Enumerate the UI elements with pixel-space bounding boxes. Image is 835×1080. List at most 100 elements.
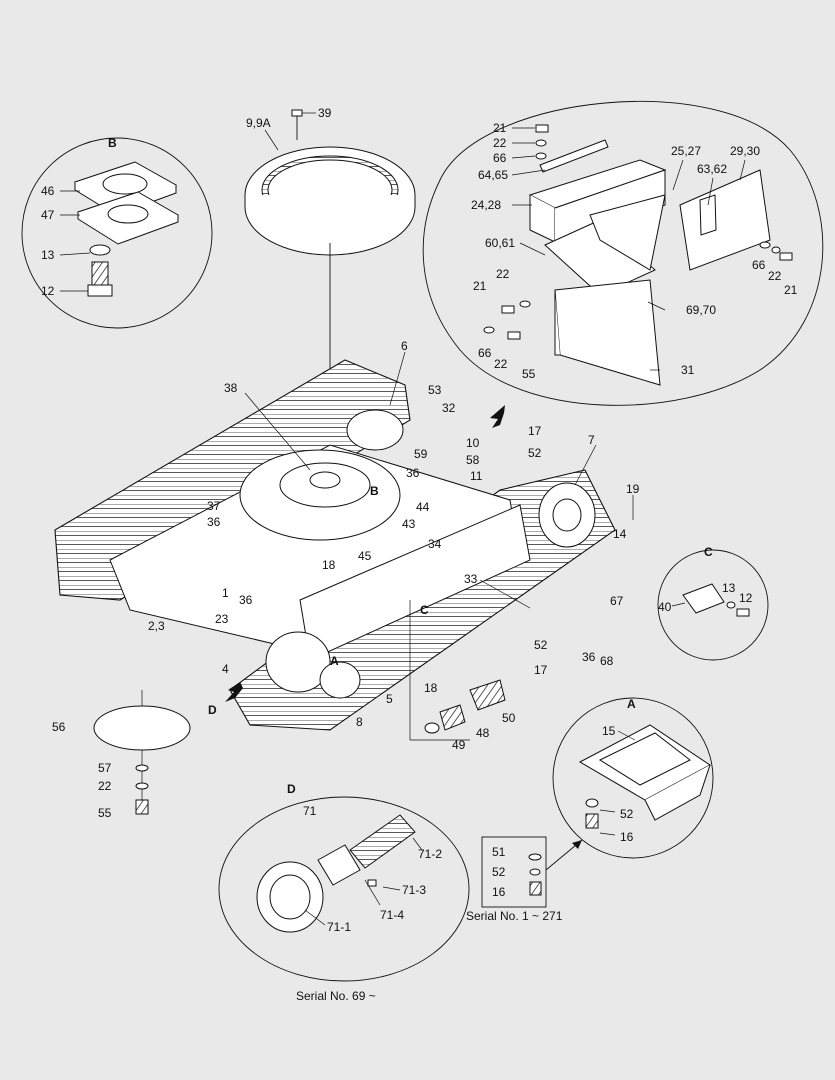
label-51-serial: 51 (492, 845, 506, 859)
undercarriage-assembly: B C A D 6 38 53 32 17 10 58 11 52 7 59 3 (52, 339, 640, 820)
label-36-upper: 36 (406, 466, 420, 480)
label-36-mid: 36 (239, 593, 253, 607)
label-17-upper: 17 (528, 424, 542, 438)
label-66-top: 66 (493, 151, 507, 165)
label-6: 6 (401, 339, 408, 353)
detail-b: B 46 47 13 12 (21, 136, 213, 329)
label-18-lower: 18 (424, 681, 438, 695)
washer-13 (89, 244, 111, 256)
callout-b: B (370, 484, 379, 498)
label-36-right: 36 (582, 650, 596, 664)
label-60-61: 60,61 (485, 236, 515, 250)
label-57: 57 (98, 761, 112, 775)
label-64-65: 64,65 (478, 168, 508, 182)
label-71: 71 (303, 804, 317, 818)
label-12-c: 12 (739, 591, 753, 605)
upper-frame-outline (422, 101, 824, 406)
label-34: 34 (428, 537, 442, 551)
label-52-lower: 52 (534, 638, 548, 652)
label-11: 11 (470, 469, 483, 483)
upper-frame-detail: 21 22 66 64,65 24,28 25,27 29,30 63,62 6… (422, 101, 824, 406)
label-16-a: 16 (620, 830, 634, 844)
label-22-lower: 22 (98, 779, 112, 793)
label-25-27: 25,27 (671, 144, 701, 158)
label-22-right: 22 (768, 269, 782, 283)
label-47: 47 (41, 208, 55, 222)
bolt-12 (91, 261, 109, 286)
label-48: 48 (476, 726, 490, 740)
label-21-mid: 21 (473, 279, 487, 293)
label-22-mid: 22 (496, 267, 510, 281)
detail-a-title: A (627, 697, 636, 711)
label-24-28: 24,28 (471, 198, 501, 212)
label-71-2: 71-2 (418, 847, 442, 861)
label-32: 32 (442, 401, 456, 415)
label-33: 33 (464, 572, 478, 586)
idler (346, 409, 404, 451)
front-idler (265, 631, 331, 693)
label-14: 14 (613, 527, 627, 541)
label-58: 58 (466, 453, 480, 467)
detail-d: D 71 71-2 71-3 71-4 71-1 (218, 782, 470, 982)
label-37: 37 (207, 499, 221, 513)
label-53: 53 (428, 383, 442, 397)
label-22-top: 22 (493, 136, 507, 150)
detail-b-title: B (108, 136, 117, 150)
label-21-right: 21 (784, 283, 798, 297)
label-38: 38 (224, 381, 238, 395)
label-21-top: 21 (493, 121, 507, 135)
label-52-a: 52 (620, 807, 634, 821)
label-13: 13 (41, 248, 55, 262)
callout-d: D (208, 703, 217, 717)
label-69-70: 69,70 (686, 303, 716, 317)
label-66-right: 66 (752, 258, 766, 272)
label-49: 49 (452, 738, 466, 752)
label-22-low: 22 (494, 357, 508, 371)
detail-c-title: C (704, 545, 713, 559)
detail-c-circle (657, 549, 769, 661)
label-40: 40 (658, 600, 672, 614)
label-7: 7 (588, 433, 595, 447)
label-71-3: 71-3 (402, 883, 426, 897)
label-10: 10 (466, 436, 480, 450)
label-17-lower: 17 (534, 663, 548, 677)
detail-d-title: D (287, 782, 296, 796)
label-44: 44 (416, 500, 430, 514)
label-13-c: 13 (722, 581, 736, 595)
label-59: 59 (414, 447, 428, 461)
label-2-3: 2,3 (148, 619, 165, 633)
label-68: 68 (600, 654, 614, 668)
label-66-mid: 66 (478, 346, 492, 360)
label-15: 15 (602, 724, 616, 738)
label-12: 12 (41, 284, 55, 298)
label-63-62: 63,62 (697, 162, 727, 176)
label-45: 45 (358, 549, 372, 563)
label-46: 46 (41, 184, 55, 198)
label-1: 1 (222, 586, 229, 600)
serial-box: 51 52 16 (481, 836, 583, 908)
label-71-1: 71-1 (327, 920, 351, 934)
detail-b-circle (21, 137, 213, 329)
label-56: 56 (52, 720, 66, 734)
label-4: 4 (222, 662, 229, 676)
left-track (54, 359, 411, 601)
label-31: 31 (681, 363, 695, 377)
label-36-left: 36 (207, 515, 221, 529)
label-18-upper: 18 (322, 558, 336, 572)
label-5: 5 (386, 692, 393, 706)
detail-a-circle (552, 697, 714, 859)
label-55-top: 55 (522, 367, 536, 381)
serial-caption-1-271: Serial No. 1 ~ 271 (466, 909, 563, 923)
label-23: 23 (215, 612, 229, 626)
label-16-serial: 16 (492, 885, 506, 899)
label-19: 19 (626, 482, 640, 496)
label-8: 8 (356, 715, 363, 729)
detail-c: C 40 13 12 (657, 545, 769, 661)
cover-56 (93, 705, 191, 751)
label-50: 50 (502, 711, 516, 725)
label-67: 67 (610, 594, 624, 608)
label-52-upper: 52 (528, 446, 542, 460)
label-29-30: 29,30 (730, 144, 760, 158)
